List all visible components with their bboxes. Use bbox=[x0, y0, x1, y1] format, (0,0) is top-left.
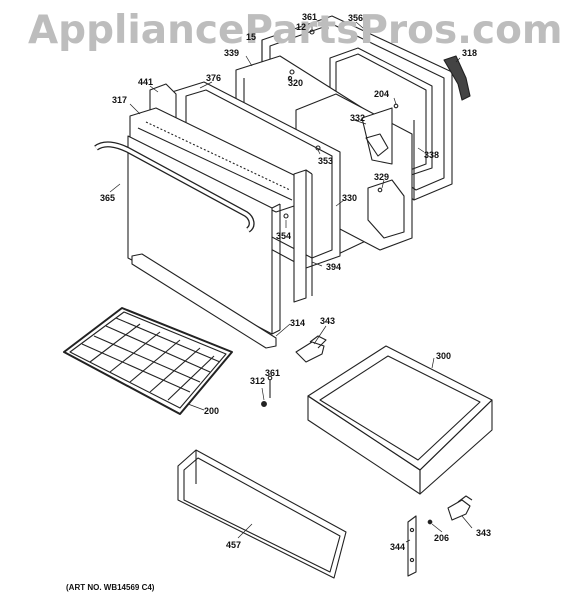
callout-343-upper: 343 bbox=[320, 316, 336, 326]
bottom-trim-314 bbox=[131, 253, 277, 349]
callout-314: 314 bbox=[290, 318, 306, 328]
callout-318: 318 bbox=[462, 48, 478, 58]
oven-rack-200 bbox=[63, 307, 233, 415]
callout-338: 338 bbox=[424, 150, 440, 160]
callout-312: 312 bbox=[250, 376, 266, 386]
drawer-front-457 bbox=[177, 449, 347, 579]
callout-317: 317 bbox=[112, 95, 128, 105]
callout-457: 457 bbox=[226, 540, 242, 550]
callout-206: 206 bbox=[434, 533, 450, 543]
screws-312-361 bbox=[261, 375, 273, 407]
callout-343-lower: 343 bbox=[476, 528, 492, 538]
callout-361-lower: 361 bbox=[265, 368, 281, 378]
drawer-300 bbox=[307, 345, 493, 495]
callout-365: 365 bbox=[100, 193, 116, 203]
callout-353: 353 bbox=[318, 156, 334, 166]
drawer-slide-344 bbox=[407, 495, 473, 577]
callout-12: 12 bbox=[296, 22, 307, 32]
side-trim-394 bbox=[293, 169, 313, 303]
hinge-343 bbox=[295, 335, 327, 363]
callout-441: 441 bbox=[138, 77, 154, 87]
callout-394: 394 bbox=[326, 262, 342, 272]
small-fasteners bbox=[283, 25, 399, 219]
door-front-panel bbox=[127, 135, 281, 335]
callout-332: 332 bbox=[350, 113, 366, 123]
callout-200: 200 bbox=[204, 406, 220, 416]
callout-344: 344 bbox=[390, 542, 406, 552]
callout-320: 320 bbox=[288, 78, 304, 88]
callout-300: 300 bbox=[436, 351, 452, 361]
art-number: (ART NO. WB14569 C4) bbox=[66, 583, 155, 592]
leader-lines bbox=[109, 21, 473, 543]
callout-339: 339 bbox=[224, 48, 240, 58]
callout-204: 204 bbox=[374, 89, 390, 99]
callout-356: 356 bbox=[348, 13, 364, 23]
callout-15: 15 bbox=[246, 32, 257, 42]
door-handle bbox=[94, 141, 255, 233]
callout-330: 330 bbox=[342, 193, 358, 203]
callout-361-top: 361 bbox=[302, 12, 318, 22]
callout-354: 354 bbox=[276, 231, 292, 241]
callout-329: 329 bbox=[374, 172, 390, 182]
watermark: AppliancePartsPros.com bbox=[28, 8, 562, 53]
handle-grip-318 bbox=[443, 55, 471, 101]
callout-376: 376 bbox=[206, 73, 222, 83]
